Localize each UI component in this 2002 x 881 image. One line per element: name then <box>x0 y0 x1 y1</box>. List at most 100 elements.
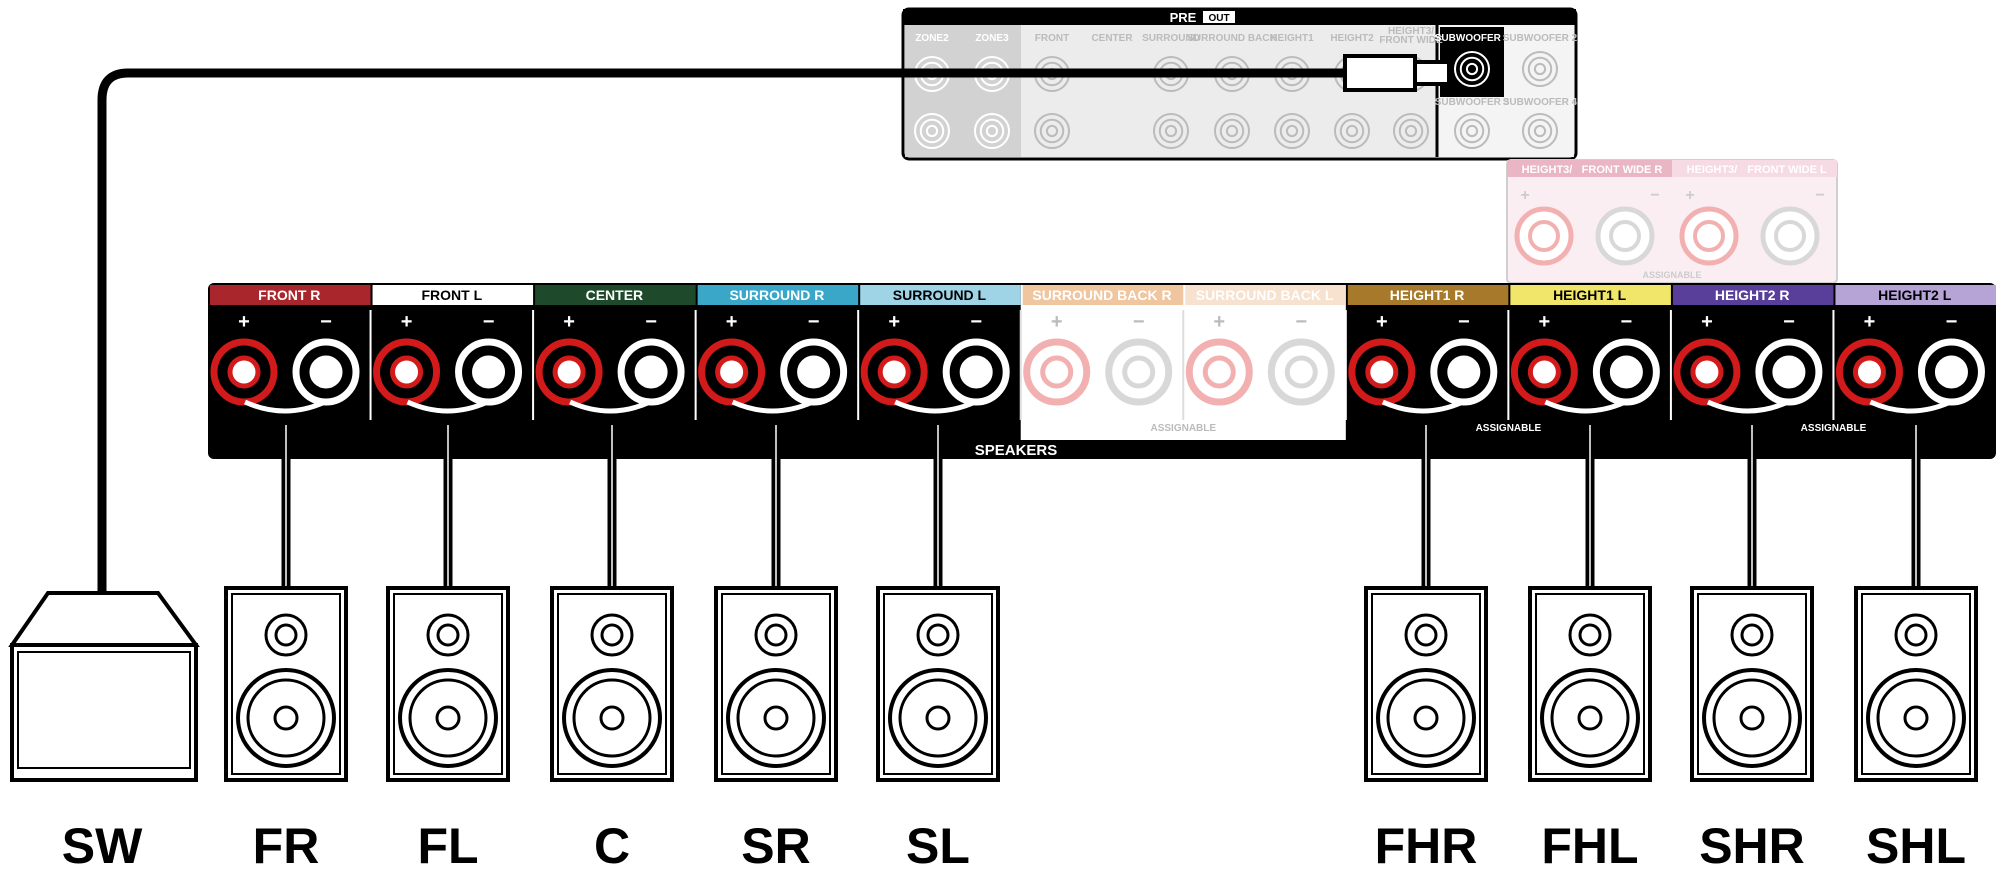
pre-out-badge <box>1203 11 1235 23</box>
pre-out-label-0: ZONE2 <box>915 33 949 44</box>
pre-out-badge-text: OUT <box>1208 13 1229 24</box>
channel-label-surround-back-r: SURROUND BACK R <box>1032 287 1171 303</box>
preout-jack-bottom-2-ring <box>1034 113 1070 149</box>
tweeter-center <box>1740 623 1764 647</box>
tweeter-center <box>1578 623 1602 647</box>
speaker-label-fhl: FHL <box>1541 818 1638 874</box>
upper-label-height3-r: HEIGHT3/ <box>1522 164 1573 176</box>
subwoofer-body <box>10 643 198 782</box>
tweeter-center <box>764 623 788 647</box>
pre-out-label-6: HEIGHT1 <box>1270 33 1314 44</box>
preout-jack-bottom-0-ring-inner <box>919 118 945 144</box>
pre-out-label-13: SUBWOOFER 4 <box>1503 97 1578 108</box>
terminal-positive-core-height2-r <box>1690 355 1724 389</box>
speaker-cabinet-inner <box>883 593 993 775</box>
channel-plus-surround-back-r: + <box>1051 311 1063 333</box>
terminal-bridge-shl <box>1869 399 1952 414</box>
pre-out-label-12: SUBWOOFER 3 <box>1435 97 1510 108</box>
preout-jack-bottom-1-pin <box>985 124 999 138</box>
channel-header-surround-back-l <box>1185 285 1346 305</box>
terminal-positive-core-height1-l <box>1527 355 1561 389</box>
upper-label-height3-l: HEIGHT3/ <box>1687 164 1738 176</box>
channel-header-front-l <box>372 285 534 305</box>
subwoofer-top <box>8 591 200 647</box>
channel-minus-center: − <box>645 311 657 333</box>
terminal-negative-core-surround-back-l <box>1284 355 1318 389</box>
pre-out-label-10: SUBWOOFER 1 <box>1435 33 1510 44</box>
pre-out-label-4: SURROUND <box>1142 33 1200 44</box>
channel-header-height2-r <box>1672 285 1834 305</box>
subwoofer4-jack-ring <box>1522 113 1558 149</box>
terminal-bridge-sr <box>731 399 814 414</box>
upper-minus-1: − <box>1815 187 1824 204</box>
woofer-dust-cap <box>925 705 951 731</box>
channel-minus-surround-back-r: − <box>1133 311 1145 333</box>
channel-plus-height1-r: + <box>1376 311 1388 333</box>
upper-label2-height3-l: FRONT WIDE L <box>1747 164 1827 176</box>
channel-plus-front-l: + <box>401 311 413 333</box>
preout-jack-bottom-3-pin <box>1164 124 1178 138</box>
upper-pos-terminal-1 <box>1679 206 1739 266</box>
woofer-dust-cap <box>599 705 625 731</box>
subwoofer2-jack-ring <box>1522 51 1558 87</box>
woofer-dust-cap <box>435 705 461 731</box>
speaker-sw <box>8 591 200 782</box>
upper-neg-terminal-core-0 <box>1609 220 1641 252</box>
speaker-cabinet-inner <box>1697 593 1807 775</box>
speaker-sr <box>714 586 838 782</box>
subwoofer-cable <box>97 68 1345 593</box>
channel-minus-surround-l: − <box>970 311 982 333</box>
subwoofer3-jack-pin <box>1465 124 1479 138</box>
preout-jack-bottom-2-ring-inner <box>1039 118 1065 144</box>
upper-pos-terminal-core-1 <box>1693 220 1725 252</box>
terminal-negative-core-front-l <box>472 355 506 389</box>
upper-pos-terminal-core-0 <box>1528 220 1560 252</box>
preout-jack-bottom-0-ring <box>914 113 950 149</box>
preout-jack-bottom-1-ring <box>974 113 1010 149</box>
pre-out-label-7: HEIGHT2 <box>1330 33 1374 44</box>
tweeter-center <box>1414 623 1438 647</box>
terminal-negative-core-center <box>634 355 668 389</box>
pre-out-label-5: SURROUND BACK <box>1187 33 1277 44</box>
terminal-negative-core-surround-r <box>797 355 831 389</box>
woofer-dust-cap <box>763 705 789 731</box>
channel-header-front-r <box>210 285 371 305</box>
upper-neg-terminal-core-1 <box>1774 220 1806 252</box>
pre-out-title: PRE <box>1170 10 1197 25</box>
terminal-bridge-fl <box>406 399 489 414</box>
upper-neg-terminal-1 <box>1760 206 1820 266</box>
terminal-positive-core-height2-l <box>1852 355 1886 389</box>
preout-jack-bottom-4-ring <box>1214 113 1250 149</box>
speaker-label-sr: SR <box>741 818 810 874</box>
preout-jack-bottom-4-pin <box>1225 124 1239 138</box>
preout-jack-bottom-7-ring-inner <box>1398 118 1424 144</box>
upper-plus-1: + <box>1685 187 1694 204</box>
preout-jack-bottom-7-ring <box>1393 113 1429 149</box>
upper-header-height3-l <box>1672 160 1837 177</box>
speaker-shl <box>1854 586 1978 782</box>
speaker-sl <box>876 586 1000 782</box>
speaker-cabinet-inner <box>557 593 667 775</box>
speaker-cabinet-inner <box>393 593 503 775</box>
channel-label-height1-r: HEIGHT1 R <box>1390 287 1465 303</box>
speaker-fl <box>386 586 510 782</box>
preout-jack-bottom-6-ring <box>1334 113 1370 149</box>
pre-out-label-9: FRONT WIDE <box>1379 35 1443 46</box>
assignable-surround-back: ASSIGNABLE <box>1150 423 1216 434</box>
channel-minus-height2-r: − <box>1783 311 1795 333</box>
subwoofer1-jack-pin <box>1465 62 1479 76</box>
woofer-dust-cap <box>273 705 299 731</box>
preout-jack-bottom-5-ring-inner <box>1279 118 1305 144</box>
preout-jack-bottom-1-ring-inner <box>979 118 1005 144</box>
speaker-fhr <box>1364 586 1488 782</box>
preout-jack-bottom-6-pin <box>1345 124 1359 138</box>
channel-plus-surround-back-l: + <box>1213 311 1225 333</box>
speaker-label-sl: SL <box>906 818 970 874</box>
subwoofer-inner <box>17 651 191 769</box>
terminal-bridge-sl <box>894 399 977 414</box>
pre-out-label-3: CENTER <box>1091 33 1133 44</box>
speaker-cabinet-inner <box>1371 593 1481 775</box>
